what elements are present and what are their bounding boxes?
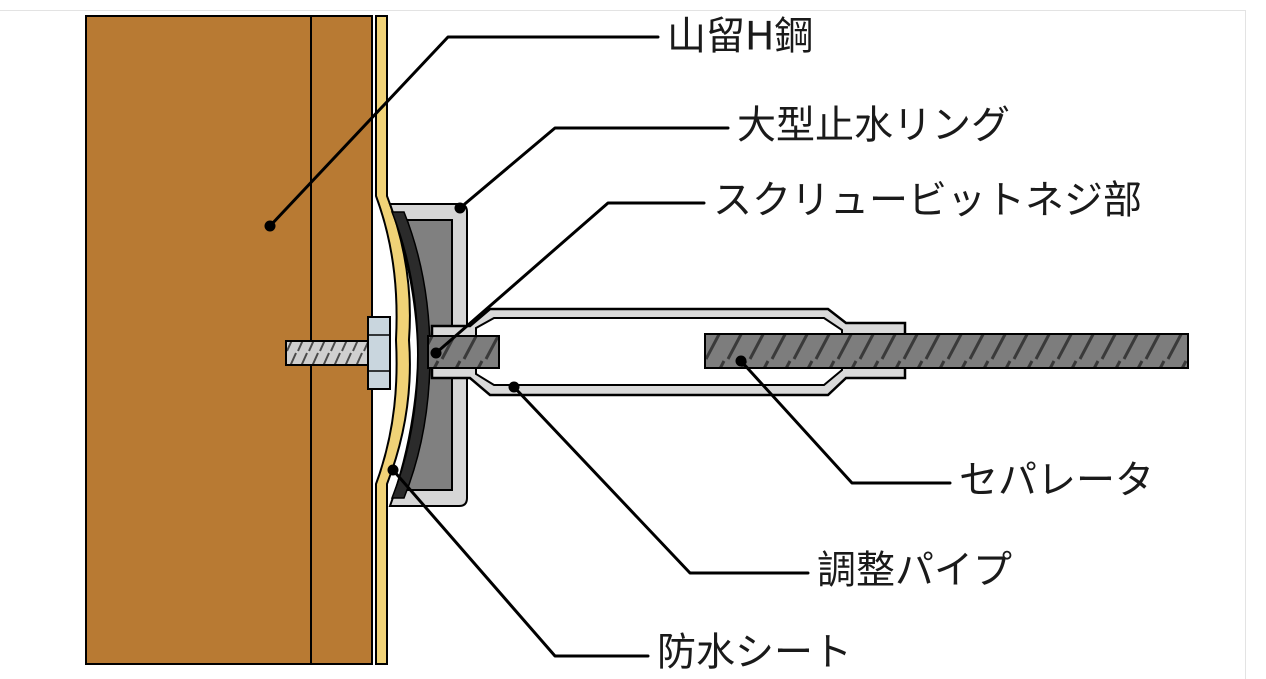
separator-bar xyxy=(704,333,1189,369)
leader-dot-screw-bit xyxy=(430,347,442,359)
leader-dot-separator xyxy=(735,355,747,367)
leader-dot-waterproof-sheet xyxy=(387,464,399,476)
leader-waterproof-sheet xyxy=(391,468,650,658)
leader-adjust-pipe xyxy=(512,385,810,575)
frame-right-line xyxy=(1245,10,1246,679)
anchor-bolt xyxy=(285,316,391,390)
leader-screw-bit xyxy=(434,201,706,355)
leader-dot-h-beam xyxy=(264,220,276,232)
label-h-beam: 山留H鋼 xyxy=(667,15,813,60)
label-waterproof-sheet: 防水シート xyxy=(657,631,852,676)
leader-water-stop-ring xyxy=(458,126,730,210)
leader-separator xyxy=(739,359,952,485)
waterproof-sheet xyxy=(375,15,411,665)
label-separator: セパレータ xyxy=(959,459,1154,504)
bolt-nut xyxy=(367,316,391,390)
label-water-stop-ring: 大型止水リング xyxy=(737,104,1010,149)
ring-seal xyxy=(390,211,431,499)
leaders xyxy=(264,35,952,658)
leader-dot-water-stop-ring xyxy=(454,202,466,214)
label-adjust-pipe: 調整パイプ xyxy=(817,549,1012,594)
label-screw-bit: スクリュービットネジ部 xyxy=(713,179,1142,224)
leader-h-beam xyxy=(268,35,660,228)
leader-dot-adjust-pipe xyxy=(508,381,520,393)
frame-top-line xyxy=(0,10,1245,11)
